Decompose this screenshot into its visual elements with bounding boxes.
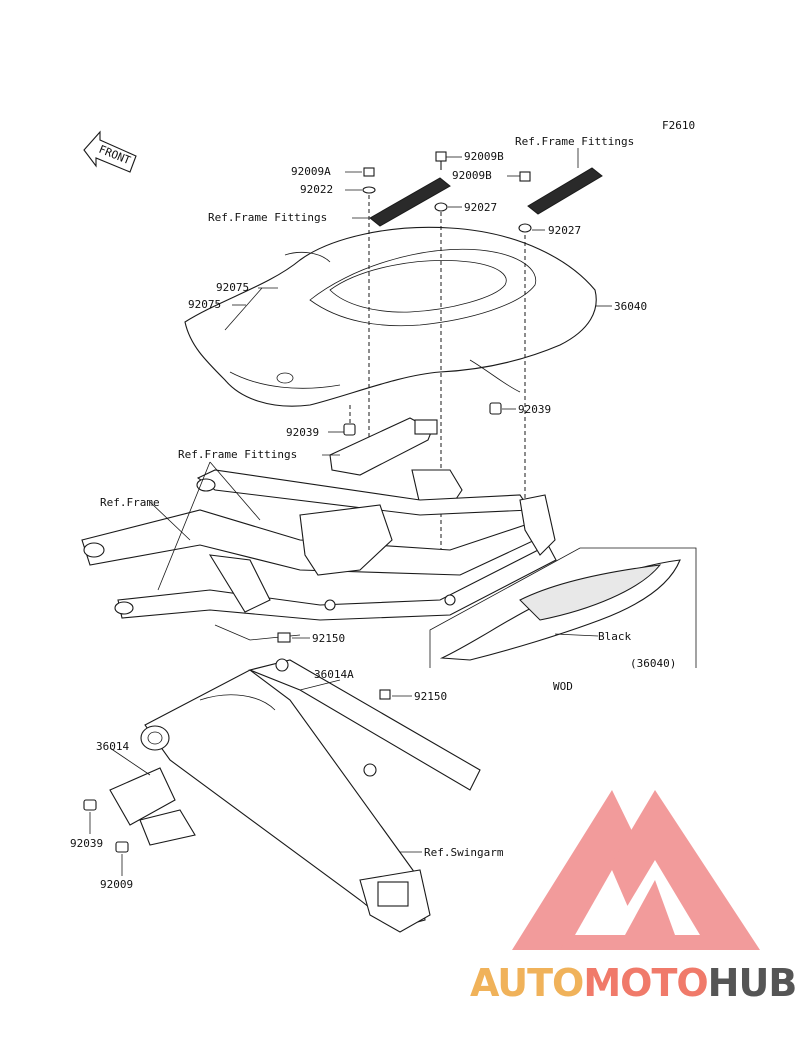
bolt-92039-bottom-icon — [83, 799, 97, 811]
bolt-92009A-icon — [362, 167, 376, 194]
label-92039-bottom: 92039 — [70, 837, 103, 850]
label-92039-mid: 92039 — [286, 426, 319, 439]
label-36040: 36040 — [614, 300, 647, 313]
label-92009A: 92009A — [291, 165, 331, 178]
fitting-strap-right — [527, 167, 603, 215]
label-36040-inset: (36040) — [630, 657, 676, 670]
label-ref-frame-fittings-left: Ref.Frame Fittings — [208, 211, 327, 224]
label-92022: 92022 — [300, 183, 333, 196]
swingarm-assembly — [109, 658, 481, 933]
label-92039-right: 92039 — [518, 403, 551, 416]
grommet-92039-icon — [343, 402, 502, 436]
label-92027-left: 92027 — [464, 201, 497, 214]
label-wod: WOD — [553, 680, 573, 693]
bolt-92009B-top-icon — [434, 151, 448, 212]
bolt-92009B-right-icon — [518, 171, 532, 233]
label-92009B-mid: 92009B — [452, 169, 492, 182]
inset-panel — [429, 547, 697, 668]
watermark-logo — [512, 790, 760, 950]
label-92075-b: 92075 — [188, 298, 221, 311]
watermark-brand: AUTOMOTOHUB — [470, 961, 796, 1005]
label-black: Black — [598, 630, 631, 643]
label-36014A: 36014A — [314, 668, 354, 681]
leader-lines — [89, 148, 612, 876]
label-ref-frame-fittings-top: Ref.Frame Fittings — [515, 135, 634, 148]
label-ref-swingarm: Ref.Swingarm — [424, 846, 504, 859]
label-92150-a: 92150 — [312, 632, 345, 645]
label-92150-b: 92150 — [414, 690, 447, 703]
watermark-moto: MOTO — [583, 961, 707, 1005]
label-92027-right: 92027 — [548, 224, 581, 237]
figure-code: F2610 — [662, 119, 695, 132]
frame-fitting-bracket — [329, 417, 463, 506]
watermark-hub: HUB — [708, 961, 797, 1005]
label-92009B-top: 92009B — [464, 150, 504, 163]
seat-cowl-36040 — [184, 226, 597, 407]
label-92075-a: 92075 — [216, 281, 249, 294]
label-ref-frame-fittings-mid: Ref.Frame Fittings — [178, 448, 297, 461]
frame-assembly — [81, 469, 557, 641]
label-36014: 36014 — [96, 740, 129, 753]
front-arrow-icon: FRONT — [83, 130, 137, 173]
bolt-92150-icon — [277, 632, 391, 700]
label-ref-frame: Ref.Frame — [100, 496, 160, 509]
fitting-strap-left — [369, 177, 451, 227]
watermark-auto: AUTO — [470, 961, 583, 1005]
bolt-92009-bottom-icon — [115, 841, 129, 853]
label-92009: 92009 — [100, 878, 133, 891]
